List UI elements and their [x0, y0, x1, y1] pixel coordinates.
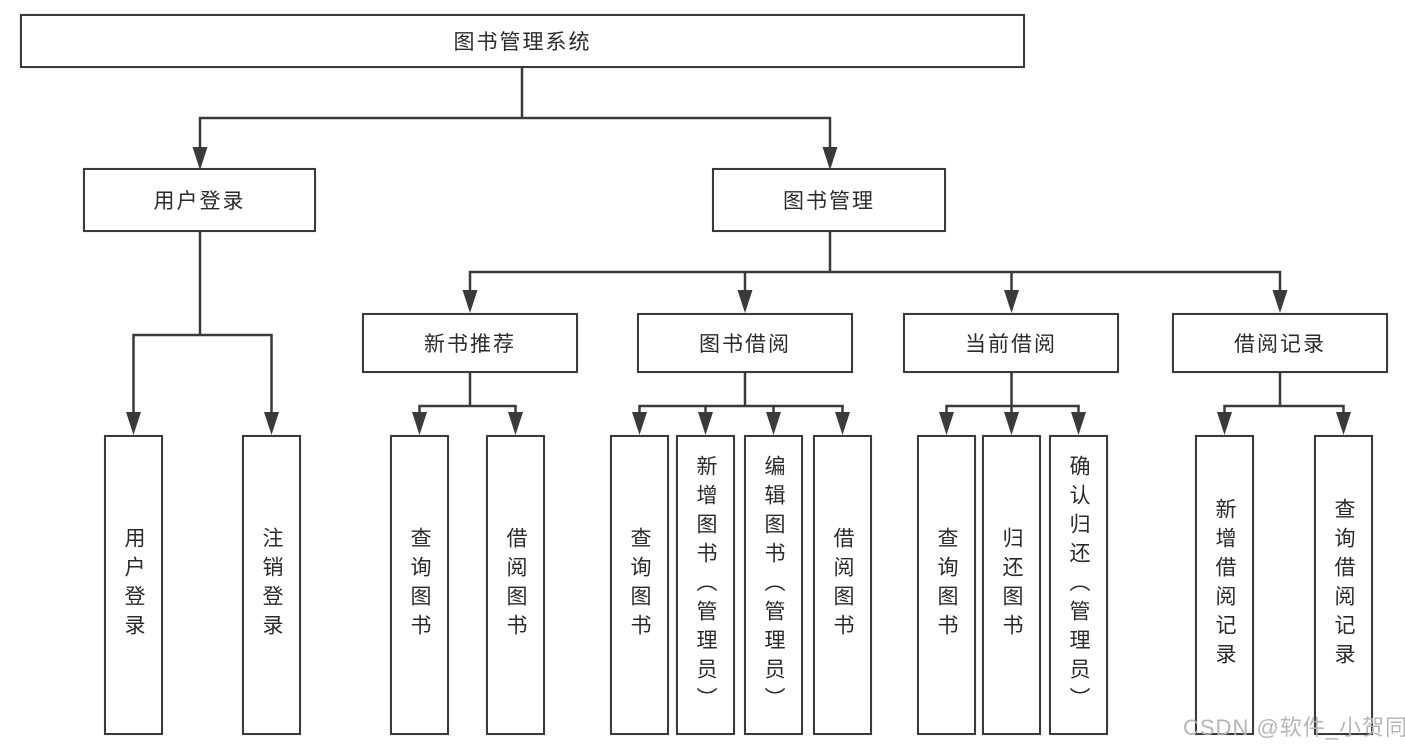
- node-book-management: 图书管理: [712, 168, 946, 232]
- arrow-down-icon: [822, 147, 838, 170]
- arrow-down-icon: [508, 412, 523, 435]
- arrow-down-icon: [1272, 290, 1288, 313]
- node-new-book-recommend: 新书推荐: [362, 313, 578, 373]
- leaf-confirm-return-admin: 确认归还（管理员）: [1049, 435, 1108, 735]
- leaf-add-borrow-record: 新增借阅记录: [1195, 435, 1254, 735]
- arrow-down-icon: [632, 412, 647, 435]
- arrow-down-icon: [126, 412, 141, 435]
- leaf-borrow-books: 借阅图书: [813, 435, 872, 735]
- arrow-down-icon: [766, 412, 781, 435]
- arrow-down-icon: [698, 412, 713, 435]
- arrow-down-icon: [1004, 412, 1019, 435]
- leaf-edit-books-admin: 编辑图书（管理员）: [744, 435, 803, 735]
- leaf-user-login: 用户登录: [104, 435, 163, 735]
- leaf-return-books: 归还图书: [982, 435, 1041, 735]
- leaf-logout: 注销登录: [242, 435, 301, 735]
- arrow-down-icon: [737, 290, 753, 313]
- arrow-down-icon: [192, 147, 208, 170]
- leaf-query-books: 查询图书: [390, 435, 449, 735]
- node-book-borrow: 图书借阅: [637, 313, 853, 373]
- arrow-down-icon: [1217, 412, 1232, 435]
- arrow-down-icon: [835, 412, 850, 435]
- arrow-down-icon: [264, 412, 279, 435]
- leaf-query-books: 查询图书: [917, 435, 976, 735]
- node-library-system: 图书管理系统: [20, 14, 1025, 68]
- arrow-down-icon: [939, 412, 954, 435]
- arrow-down-icon: [1071, 412, 1086, 435]
- arrow-down-icon: [1004, 290, 1019, 313]
- node-user-login: 用户登录: [83, 168, 316, 232]
- node-current-borrow: 当前借阅: [903, 313, 1119, 373]
- leaf-borrow-books: 借阅图书: [486, 435, 545, 735]
- node-borrow-records: 借阅记录: [1172, 313, 1388, 373]
- leaf-query-borrow-record: 查询借阅记录: [1314, 435, 1373, 735]
- arrow-down-icon: [462, 290, 478, 313]
- arrow-down-icon: [412, 412, 427, 435]
- arrow-down-icon: [1336, 412, 1351, 435]
- leaf-add-books-admin: 新增图书（管理员）: [676, 435, 735, 735]
- leaf-query-books: 查询图书: [610, 435, 669, 735]
